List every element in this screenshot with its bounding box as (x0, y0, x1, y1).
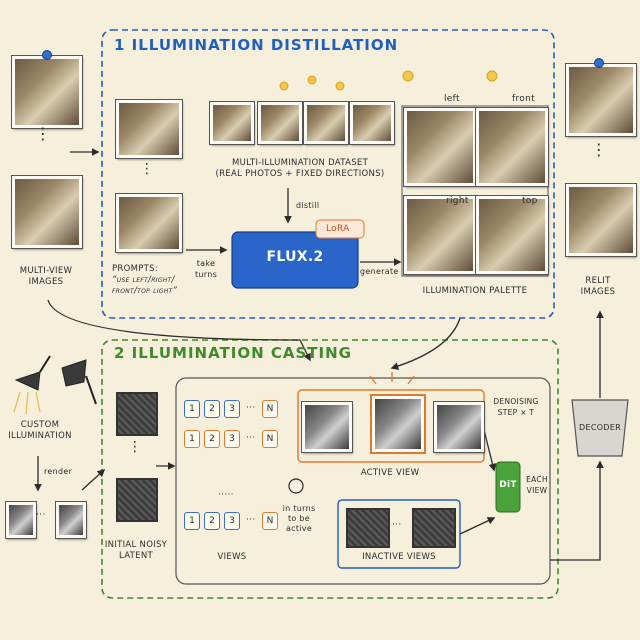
active-view-box (297, 389, 485, 463)
view-row-ellipsis: ··· (246, 433, 256, 443)
multiview-photo (12, 176, 82, 248)
initial-latent-label: Initial NoisyLatent (104, 540, 168, 561)
light-rays (13, 391, 41, 415)
view-index-box: N (262, 430, 278, 448)
each-view-label: EachView (526, 475, 548, 495)
relit-label: RelitImages (580, 276, 616, 297)
view-index-box: N (262, 400, 278, 418)
lamp-icon (14, 355, 97, 405)
view-index-box: 1 (184, 400, 200, 418)
view-row-ellipsis: ··· (246, 515, 256, 525)
palette-tile (476, 108, 548, 186)
view-index-box: N (262, 512, 278, 530)
section2-number: 2 (114, 344, 126, 362)
view-index-box: 2 (204, 400, 220, 418)
dit-label: DiT (499, 480, 517, 490)
prompt-ellipsis: ⋮ (139, 161, 155, 177)
casting-title: 2 Illumination Casting (114, 346, 352, 361)
flux-label: FLUX.2 (266, 249, 324, 265)
view-index-box: 3 (224, 400, 240, 418)
prompt-photo (116, 100, 182, 158)
active-view-label: Active View (360, 468, 420, 478)
relit-photo (566, 184, 636, 256)
palette-tile (476, 196, 548, 274)
render-label: render (44, 467, 73, 476)
active-view-photo (302, 402, 352, 452)
palette-tile-label: right (446, 196, 469, 206)
distillation-frame (101, 29, 555, 319)
palette-tile (404, 108, 476, 186)
dataset-label: Multi-Illumination Dataset(Real Photos +… (215, 158, 385, 179)
noisy-latent-tile (116, 392, 158, 436)
distill-label: distill (296, 201, 320, 210)
prompt-photo (116, 194, 182, 252)
decoder-block (571, 399, 629, 457)
palette-tile-label: front (512, 94, 535, 104)
relit-ellipsis: ⋮ (590, 140, 608, 159)
view-index-box: 2 (204, 430, 220, 448)
multiview-label: Multi-ViewImages (19, 266, 73, 287)
lighting-dots: ··· (36, 510, 46, 520)
views-label: Views (217, 552, 247, 562)
dataset-photo (210, 102, 254, 144)
cycle-icon (288, 478, 304, 494)
dataset-photo (350, 102, 394, 144)
dataset-photo (258, 102, 302, 144)
sun-icon (279, 70, 498, 91)
lighting-tile (6, 502, 36, 538)
view-index-box: 1 (184, 512, 200, 530)
noisy-latent-tile (116, 478, 158, 522)
section1-number: 1 (114, 36, 126, 54)
dit-block (495, 461, 521, 513)
inactive-view-tile (412, 508, 456, 548)
palette-frame (401, 105, 549, 277)
lighting-tile (56, 502, 86, 538)
pin-icon (42, 50, 52, 60)
lora-label: LoRA (326, 224, 350, 234)
section2-title-text: Illumination Casting (131, 344, 352, 362)
section1-title-text: Illumination Distillation (131, 36, 399, 54)
view-index-box: 1 (184, 430, 200, 448)
view-index-box: 3 (224, 430, 240, 448)
distillation-title: 1 Illumination Distillation (114, 38, 398, 53)
flux-block (231, 231, 359, 289)
palette-label: Illumination Palette (422, 286, 528, 296)
inactive-view-tile (346, 508, 390, 548)
palette-tile-label: top (522, 196, 538, 206)
dataset-photo (304, 102, 348, 144)
lora-badge (315, 219, 365, 239)
active-view-photo (372, 396, 424, 452)
inactive-dots: ··· (392, 520, 402, 530)
view-index-box: 3 (224, 512, 240, 530)
view-index-box: 2 (204, 512, 220, 530)
view-row-ellipsis: ··· (246, 403, 256, 413)
active-view-photo (434, 402, 484, 452)
latent-ellipsis: ⋮ (127, 439, 143, 455)
spark-lines (369, 372, 415, 385)
multiview-ellipsis: ⋮ (34, 124, 52, 143)
relit-photo (566, 64, 636, 136)
denoising-label: DenoisingStep × T (493, 397, 539, 417)
pin-icon (594, 58, 604, 68)
views-row-dots: ····· (218, 490, 234, 500)
inactive-views-label: Inactive Views (362, 552, 436, 562)
casting-inner-box (175, 377, 551, 585)
multiview-photo (12, 56, 82, 128)
palette-tile-label: left (444, 94, 460, 104)
decoder-label: Decoder (579, 423, 621, 432)
palette-tile (404, 196, 476, 274)
prompts-label: Prompts: “use left/right/ front/top ligh… (112, 264, 178, 296)
custom-illumination-label: CustomIllumination (8, 420, 72, 441)
generate-label: generate (360, 267, 399, 276)
